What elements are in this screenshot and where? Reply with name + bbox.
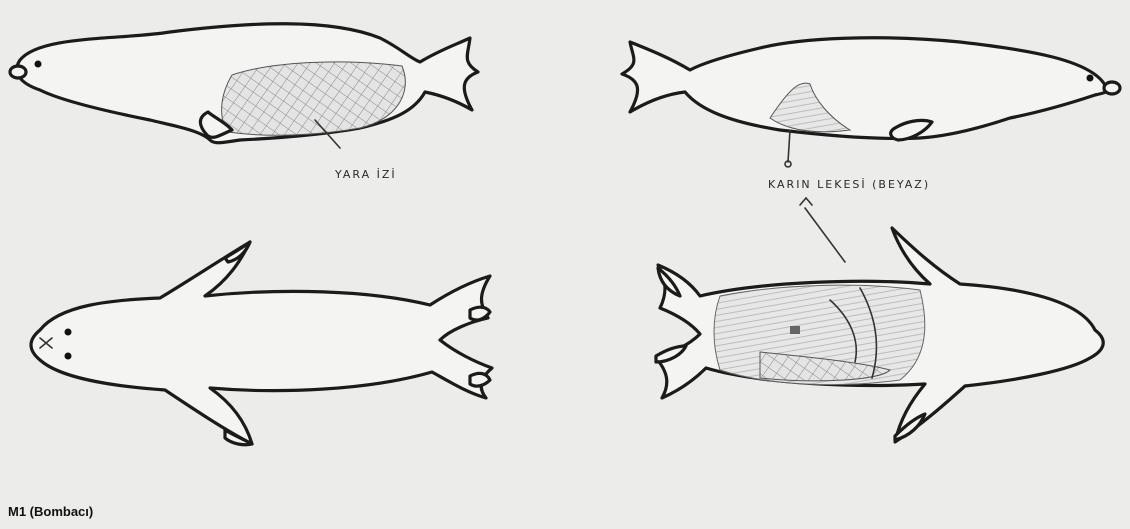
caption: M1 (Bombacı) [8,504,93,519]
seal-left-lateral-icon [10,24,478,148]
seal-right-lateral-icon [622,38,1120,262]
seal-dorsal-icon [31,242,492,445]
scar-label: YARA İZİ [334,168,397,181]
belly-patch-label: KARIN LEKESİ (BEYAZ) [768,178,930,191]
seal-ventral-icon [656,228,1103,442]
